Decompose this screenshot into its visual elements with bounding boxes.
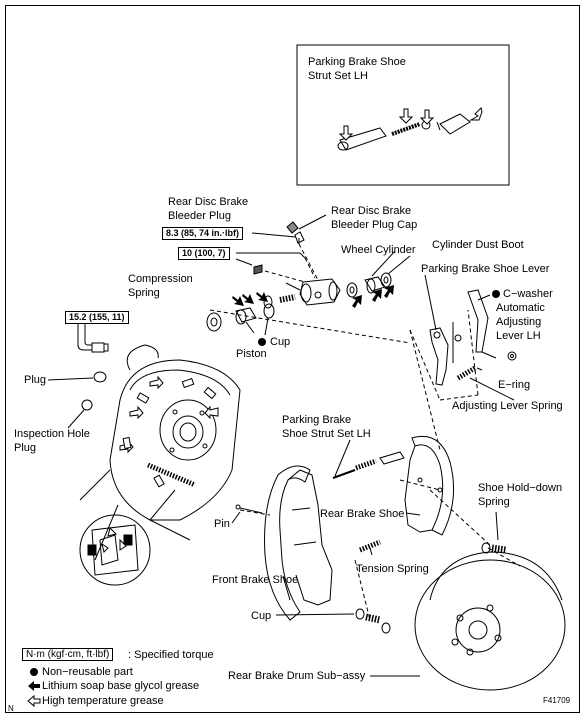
leader-lines bbox=[231, 250, 515, 601]
torque-wheel-cylinder: 10 (100, 7) bbox=[178, 247, 230, 260]
label-pin: Pin bbox=[214, 518, 230, 530]
label-bleeder-plug-line1: Rear Disc Brake bbox=[168, 196, 249, 208]
brake-line-tube bbox=[77, 318, 109, 353]
cup-bullet bbox=[258, 338, 266, 346]
corner-mark-left: N bbox=[8, 704, 14, 713]
label-auto-adjusting-lever-line2: Adjusting bbox=[496, 316, 542, 328]
inset-title-line2: Strut Set LH bbox=[308, 70, 368, 82]
label-hold-down-spring-line2: Spring bbox=[478, 496, 510, 508]
label-rear-brake-drum: Rear Brake Drum Sub−assy bbox=[228, 670, 366, 682]
rear-brake-shoe-shape bbox=[404, 436, 455, 536]
label-tension-spring: Tension Spring bbox=[356, 563, 429, 575]
label-auto-adjusting-lever-line3: Lever LH bbox=[496, 330, 541, 342]
c-washer-bullet bbox=[492, 290, 500, 298]
torque-brake-line: 15.2 (155, 11) bbox=[65, 311, 129, 324]
label-cylinder-dust-boot: Cylinder Dust Boot bbox=[432, 239, 524, 251]
label-bleeder-plug-line2: Bleeder Plug bbox=[168, 210, 231, 222]
label-wheel-cylinder: Wheel Cylinder bbox=[341, 244, 416, 256]
label-bleeder-cap-line1: Rear Disc Brake bbox=[331, 205, 412, 217]
label-e-ring: E−ring bbox=[498, 379, 531, 391]
label-adjusting-lever-spring: Adjusting Lever Spring bbox=[452, 400, 563, 412]
inset-grease-arrows bbox=[338, 107, 483, 141]
figure-code: F41709 bbox=[543, 696, 571, 705]
inset-strut-parts bbox=[337, 113, 471, 151]
detail-arrows bbox=[101, 527, 127, 553]
legend-symbols bbox=[27, 668, 41, 708]
legend-lithium-grease: Lithium soap base glycol grease bbox=[42, 680, 200, 692]
legend-torque-desc: : Specified torque bbox=[128, 649, 214, 661]
brake-drum-shape bbox=[370, 551, 566, 691]
legend-high-temp-grease: High temperature grease bbox=[42, 695, 164, 707]
plate-contact-pads bbox=[122, 377, 217, 488]
detail-circle-inset bbox=[79, 489, 176, 586]
label-compression-spring-line1: Compression bbox=[128, 273, 193, 285]
label-plug: Plug bbox=[24, 374, 47, 386]
label-parking-brake-shoe-lever: Parking Brake Shoe Lever bbox=[421, 263, 550, 275]
label-strut-set-line1: Parking Brake bbox=[282, 414, 352, 426]
front-brake-shoe-shape bbox=[264, 465, 333, 621]
lower-cup-parts bbox=[275, 608, 391, 634]
label-cup-lower: Cup bbox=[251, 610, 272, 622]
label-front-brake-shoe: Front Brake Shoe bbox=[212, 574, 299, 586]
label-inspection-hole-line2: Plug bbox=[14, 442, 37, 454]
torque-bleeder-plug: 8.3 (85, 74 in.·lbf) bbox=[162, 227, 244, 240]
strut-set-parts bbox=[332, 439, 405, 479]
diagram-frame bbox=[5, 5, 580, 713]
tension-spring-shape bbox=[359, 539, 381, 553]
axle-hub bbox=[159, 399, 217, 461]
piston-cup-parts bbox=[206, 303, 275, 332]
label-piston: Piston bbox=[236, 348, 267, 360]
pin-part bbox=[235, 504, 263, 514]
compression-spring-shape bbox=[279, 294, 296, 303]
hold-down-spring-parts bbox=[481, 511, 507, 554]
label-cup-upper: Cup bbox=[270, 336, 291, 348]
wheel-cylinder-body bbox=[299, 278, 341, 306]
label-c-washer: C−washer bbox=[503, 288, 553, 300]
label-inspection-hole-line1: Inspection Hole bbox=[14, 428, 90, 440]
label-auto-adjusting-lever-line1: Automatic bbox=[496, 302, 545, 314]
bleeder-plug-parts bbox=[286, 214, 327, 244]
label-rear-brake-shoe: Rear Brake Shoe bbox=[320, 508, 405, 520]
label-bleeder-cap-line2: Bleeder Plug Cap bbox=[331, 219, 418, 231]
inset-box bbox=[296, 44, 510, 186]
inspection-plug-part bbox=[81, 399, 93, 411]
cylinder-dust-boots bbox=[346, 272, 392, 298]
plug-part bbox=[93, 371, 107, 383]
inset-title-line1: Parking Brake Shoe bbox=[308, 56, 406, 68]
backing-plate bbox=[79, 344, 241, 561]
label-hold-down-spring-line1: Shoe Hold−down bbox=[478, 482, 563, 494]
legend-non-reusable: Non−reusable part bbox=[42, 666, 133, 678]
legend-torque-unit: N·m (kgf·cm, ft·lbf) bbox=[22, 648, 114, 661]
label-strut-set-line2: Shoe Strut Set LH bbox=[282, 428, 371, 440]
label-compression-spring-line2: Spring bbox=[128, 287, 160, 299]
lithium-grease-arrows bbox=[232, 285, 394, 308]
